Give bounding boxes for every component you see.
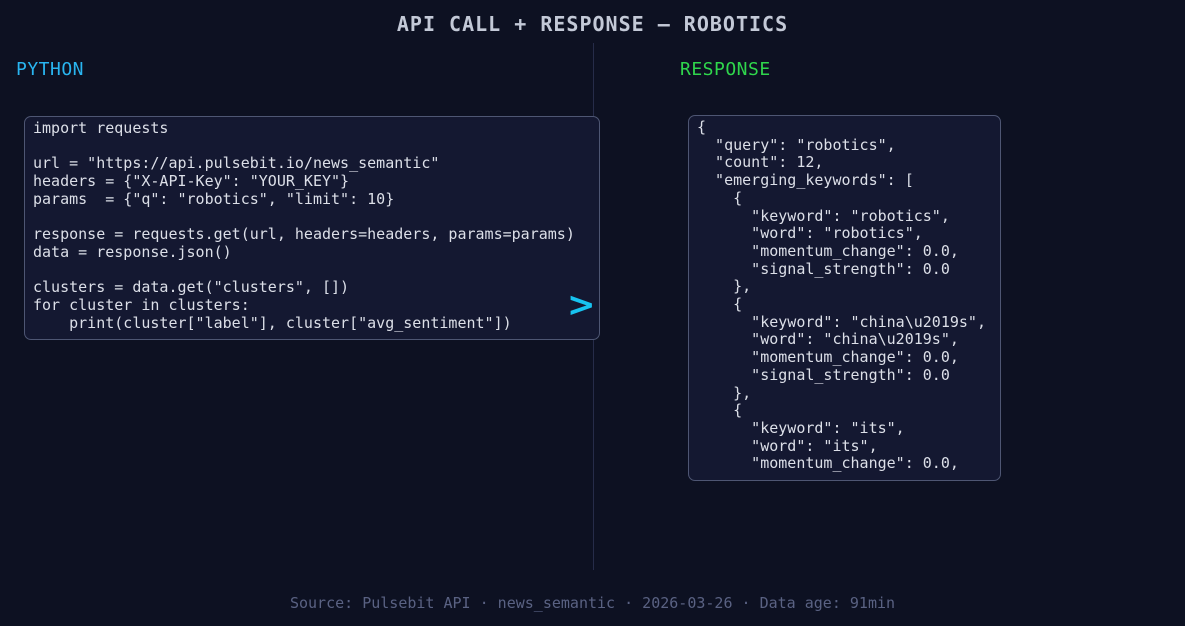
source-footer: Source: Pulsebit API · news_semantic · 2… <box>289 594 896 612</box>
python-code-block: import requests url = "https://api.pulse… <box>24 116 600 340</box>
page-title: API CALL + RESPONSE — ROBOTICS <box>396 12 789 36</box>
chevron-right-icon: > <box>567 285 596 325</box>
python-section-label: PYTHON <box>16 59 85 80</box>
response-json-block: { "query": "robotics", "count": 12, "eme… <box>688 115 1001 481</box>
response-section-label: RESPONSE <box>680 59 771 80</box>
